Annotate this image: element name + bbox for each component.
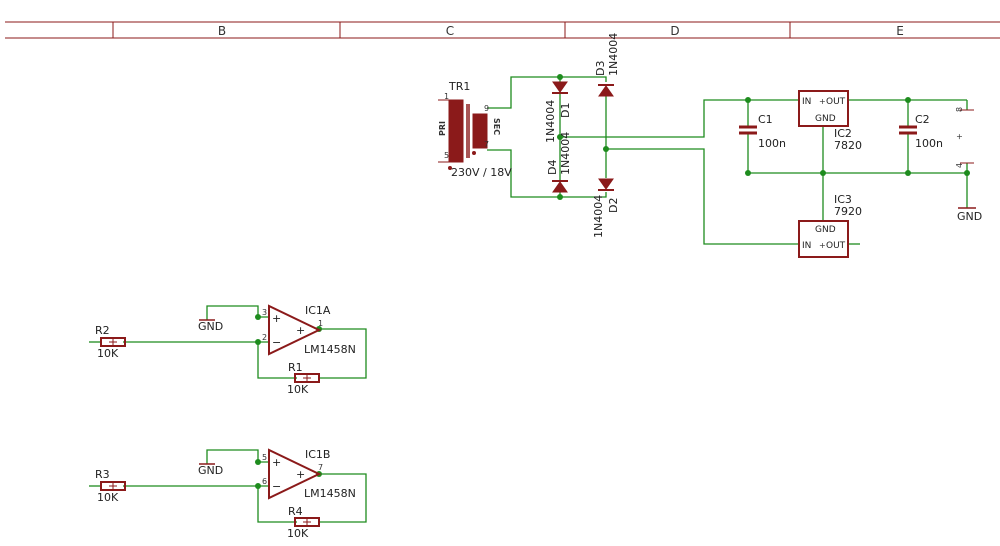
diode-d1-name: D1 <box>559 103 572 118</box>
transformer-value: 230V / 18V <box>451 166 512 179</box>
svg-text:+: + <box>819 97 826 106</box>
opamp-ic1a-pin-plus: 3 <box>262 308 267 317</box>
transformer-sec-label: SEC <box>492 118 501 135</box>
diode-d4-value: 1N4004 <box>559 132 572 175</box>
zone-label-c: C <box>446 24 454 38</box>
zone-label-e: E <box>896 24 904 38</box>
transformer-tr1: TR1 230V / 18V 1 5 9 7 PRI SEC <box>438 80 512 179</box>
resistor-r3: R3 10K <box>89 468 126 504</box>
opamp-ic1a-pin-minus: 2 <box>262 333 267 342</box>
regulator-ic3-name: IC3 <box>834 193 852 206</box>
connector-pin-4: 4 <box>955 163 964 168</box>
resistor-r2-name: R2 <box>95 324 110 337</box>
capacitor-c2: C2 100n <box>899 113 943 150</box>
diode-d3-name: D3 <box>594 61 607 76</box>
capacitor-c2-value: 100n <box>915 137 943 150</box>
regulator-ic2-in-pin: IN <box>802 97 811 107</box>
opamp-ic1a-circuit: GND + − + 3 2 1 IC1A LM1458N R2 10K R1 1… <box>89 304 367 396</box>
opamp-ic1b-pin-minus: 6 <box>262 477 267 486</box>
diode-d4-name: D4 <box>546 160 559 175</box>
resistor-r2: R2 10K <box>89 324 126 360</box>
opamp-ic1a-value: LM1458N <box>304 343 356 356</box>
diode-d3-value: 1N4004 <box>607 33 620 76</box>
resistor-r2-value: 10K <box>97 347 119 360</box>
connector-pin-8: 8 <box>955 107 964 112</box>
gnd-symbol-supply: GND <box>957 207 982 223</box>
svg-text:+: + <box>296 468 305 481</box>
regulator-ic3-gnd-pin: GND <box>815 225 836 235</box>
transformer-pri-label: PRI <box>438 121 447 136</box>
resistor-r4-name: R4 <box>288 505 303 518</box>
opamp-ic1b-circuit: GND + − + 5 6 7 IC1B LM1458N R3 10K R4 1… <box>89 448 367 540</box>
capacitor-c2-name: C2 <box>915 113 930 126</box>
opamp-ic1a-pin-out: 1 <box>318 319 323 328</box>
regulator-ic2-value: 7820 <box>834 139 862 152</box>
capacitor-c1: C1 100n <box>739 113 786 150</box>
regulator-ic2: IN OUT GND + IC2 7820 <box>798 90 862 152</box>
resistor-r4-value: 10K <box>287 527 309 540</box>
transformer-pin-9: 9 <box>484 104 489 113</box>
diode-d3: D3 1N4004 <box>594 33 620 97</box>
resistor-r4: R4 10K <box>287 505 320 540</box>
diode-d2-name: D2 <box>607 198 620 213</box>
gnd-label-ic1a: GND <box>198 320 223 333</box>
svg-text:+: + <box>296 324 305 337</box>
svg-text:+: + <box>272 456 281 469</box>
svg-text:+: + <box>272 312 281 325</box>
regulator-ic3-in-pin: IN <box>802 241 811 251</box>
gnd-label-supply: GND <box>957 210 982 223</box>
diode-d1-value: 1N4004 <box>544 100 557 143</box>
opamp-ic1b <box>268 448 322 500</box>
resistor-r3-name: R3 <box>95 468 110 481</box>
regulator-ic3-out-pin: OUT <box>826 241 846 251</box>
zone-label-d: D <box>670 24 679 38</box>
opamp-ic1b-pin-out: 7 <box>318 463 323 472</box>
opamp-ic1a <box>268 304 322 356</box>
gnd-label-ic1b: GND <box>198 464 223 477</box>
diode-d2-value: 1N4004 <box>592 195 605 238</box>
transformer-pin-7: 7 <box>484 140 489 149</box>
regulator-ic2-gnd-pin: GND <box>815 114 836 124</box>
svg-text:+: + <box>819 241 826 250</box>
resistor-r1: R1 10K <box>287 361 320 396</box>
regulator-ic2-name: IC2 <box>834 127 852 140</box>
opamp-ic1a-name: IC1A <box>305 304 331 317</box>
diode-d4: D4 1N4004 <box>546 132 572 193</box>
diode-d1: D1 1N4004 <box>544 81 572 143</box>
transformer-name: TR1 <box>448 80 470 93</box>
capacitor-c1-value: 100n <box>758 137 786 150</box>
output-connector: 8 4 + <box>955 107 974 168</box>
regulator-ic2-out-pin: OUT <box>826 97 846 107</box>
transformer-pin-5: 5 <box>444 151 449 160</box>
connector-plus: + <box>955 133 964 140</box>
regulator-ic3: GND IN OUT + IC3 7920 <box>798 193 862 258</box>
drawing-frame: B C D E <box>5 21 1000 39</box>
regulator-ic3-value: 7920 <box>834 205 862 218</box>
transformer-pin-1: 1 <box>444 92 449 101</box>
resistor-r1-value: 10K <box>287 383 309 396</box>
zone-label-b: B <box>218 24 226 38</box>
opamp-ic1b-pin-plus: 5 <box>262 453 267 462</box>
resistor-r3-value: 10K <box>97 491 119 504</box>
opamp-ic1b-name: IC1B <box>305 448 330 461</box>
capacitor-c1-name: C1 <box>758 113 773 126</box>
resistor-r1-name: R1 <box>288 361 303 374</box>
opamp-ic1b-value: LM1458N <box>304 487 356 500</box>
svg-text:−: − <box>272 480 281 493</box>
svg-text:−: − <box>272 336 281 349</box>
diode-d2: D2 1N4004 <box>592 178 620 238</box>
power-supply-junctions <box>557 74 970 200</box>
